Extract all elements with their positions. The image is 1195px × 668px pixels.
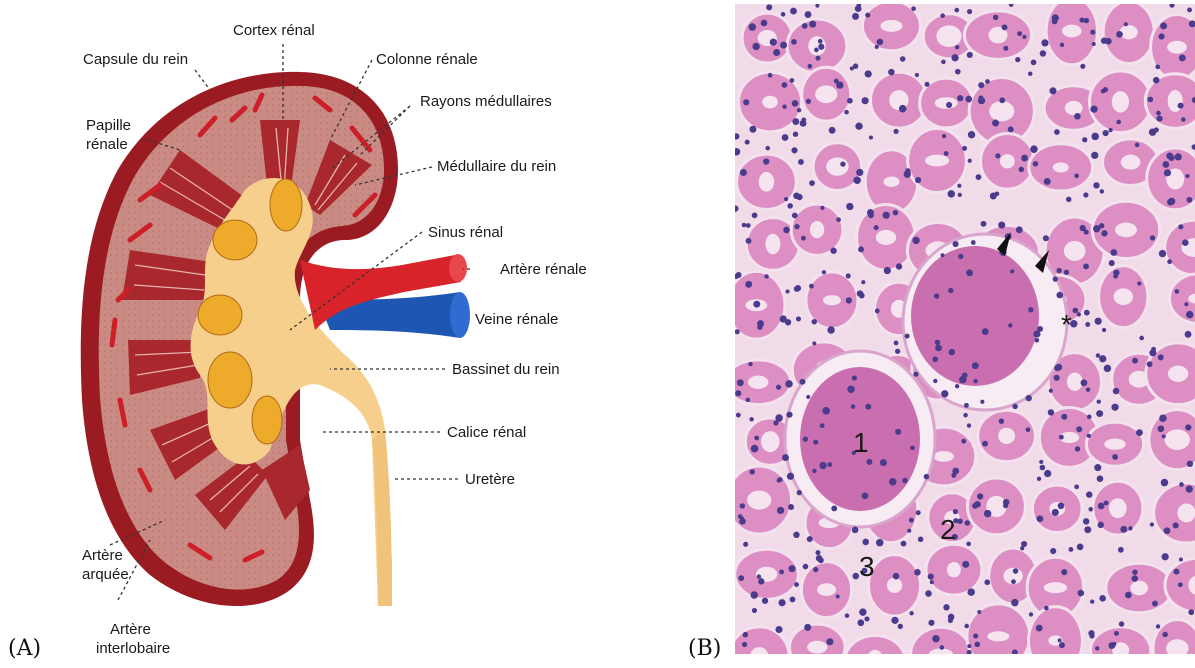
label-colonne-renale: Colonne rénale	[376, 51, 478, 68]
number-3-label: 3	[859, 551, 875, 582]
label-calice-renal: Calice rénal	[447, 424, 526, 441]
label-artere-arquee-line1: Artère	[82, 547, 123, 564]
label-papille-line2: rénale	[86, 136, 128, 153]
kidney-diagram: Cortex rénal Capsule du rein Colonne rén…	[0, 0, 640, 668]
label-medullaire-du-rein: Médullaire du rein	[437, 158, 556, 175]
label-uretere: Uretère	[465, 471, 515, 488]
number-2-label: 2	[940, 514, 956, 545]
label-artere-interlobaire-line2: interlobaire	[96, 640, 170, 657]
label-artere-interlobaire-line1: Artère	[110, 621, 151, 638]
label-cortex-renal: Cortex rénal	[233, 22, 315, 39]
label-capsule-du-rein: Capsule du rein	[83, 51, 188, 68]
panel-b-tag: (B)	[688, 636, 721, 661]
label-veine-renale: Veine rénale	[475, 311, 558, 328]
number-1-label: 1	[853, 427, 869, 458]
histology-micrograph: * 1 2 3	[735, 4, 1195, 654]
label-sinus-renal: Sinus rénal	[428, 224, 503, 241]
asterisk-label: *	[1061, 309, 1072, 340]
label-artere-arquee-line2: arquée	[82, 566, 129, 583]
label-artere-renale: Artère rénale	[500, 261, 587, 278]
label-rayons-medullaires: Rayons médullaires	[420, 93, 552, 110]
label-papille-line1: Papille	[86, 117, 131, 134]
label-bassinet-du-rein: Bassinet du rein	[452, 361, 560, 378]
